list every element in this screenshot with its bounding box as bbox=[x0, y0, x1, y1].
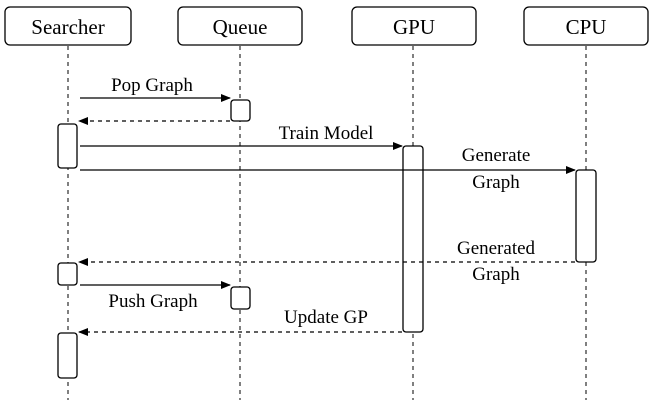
participant-gpu: GPU bbox=[351, 6, 477, 46]
participant-gpu-label: GPU bbox=[393, 15, 435, 39]
train-model-label: Train Model bbox=[279, 123, 374, 144]
participant-searcher-label: Searcher bbox=[31, 15, 104, 39]
participant-queue-label: Queue bbox=[213, 15, 268, 39]
activation-gpu bbox=[402, 145, 424, 333]
generated-graph-label-line1: Generated bbox=[457, 238, 536, 259]
pop-graph-label: Pop Graph bbox=[111, 75, 193, 96]
update-gp-label: Update GP bbox=[284, 307, 368, 328]
generate-graph-label-line2: Graph bbox=[472, 172, 520, 193]
participant-queue: Queue bbox=[177, 6, 303, 46]
participant-cpu: CPU bbox=[523, 6, 649, 46]
activation-searcher-1 bbox=[57, 123, 78, 169]
push-graph-label: Push Graph bbox=[108, 291, 198, 312]
activation-cpu bbox=[575, 169, 597, 263]
participant-cpu-label: CPU bbox=[566, 15, 607, 39]
activation-queue-pop bbox=[230, 99, 251, 122]
activation-queue-push bbox=[230, 286, 251, 310]
participant-searcher: Searcher bbox=[4, 6, 132, 46]
generated-graph-label-line2: Graph bbox=[472, 264, 520, 285]
activation-searcher-3 bbox=[57, 332, 78, 379]
activation-searcher-2 bbox=[57, 262, 78, 286]
generate-graph-label-line1: Generate bbox=[462, 145, 531, 166]
